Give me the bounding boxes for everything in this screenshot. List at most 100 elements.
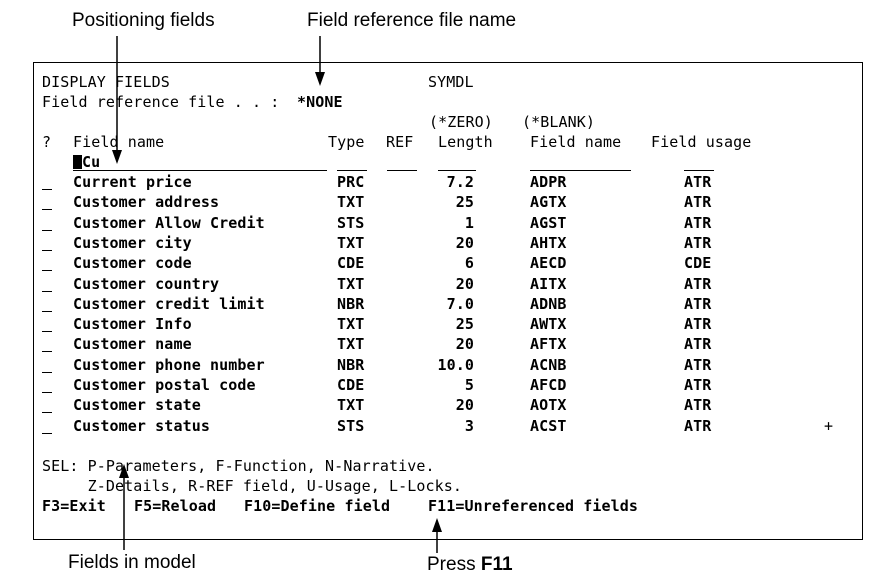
row-select-input[interactable] xyxy=(42,290,52,292)
row-field-name: Customer country xyxy=(73,274,220,293)
row-select-input[interactable] xyxy=(42,189,52,190)
row-dict-field-name: AGST xyxy=(530,213,567,232)
dict-field-name-input-underline[interactable] xyxy=(530,170,631,171)
row-usage: ATR xyxy=(684,315,712,334)
row-dict-field-name: AWTX xyxy=(530,315,567,334)
row-usage: ATR xyxy=(684,396,712,415)
row-select-input[interactable] xyxy=(42,392,52,393)
row-field-name: Customer Info xyxy=(73,315,192,334)
press-f11-arrowhead xyxy=(432,518,442,532)
row-length: 25 xyxy=(455,193,474,212)
row-usage: ATR xyxy=(684,376,712,394)
header-field-name: Field name xyxy=(73,133,165,151)
callout-field-reference-file-name: Field reference file name xyxy=(307,10,517,31)
row-length: 5 xyxy=(464,376,474,394)
field-ref-value: *NONE xyxy=(297,93,343,111)
row-length: 20 xyxy=(455,335,474,354)
row-type: NBR xyxy=(337,355,365,374)
row-length: 3 xyxy=(464,416,474,435)
row-length: 20 xyxy=(455,274,474,293)
f5-reload-key[interactable]: F5=Reload xyxy=(134,497,217,515)
row-dict-field-name: AOTX xyxy=(530,396,567,415)
row-dict-field-name: ADNB xyxy=(530,294,567,313)
row-type: PRC xyxy=(337,173,365,191)
f11-unreferenced-fields-key[interactable]: F11=Unreferenced fields xyxy=(428,497,639,515)
usage-input-underline[interactable] xyxy=(684,170,714,171)
row-select-input[interactable] xyxy=(42,270,52,272)
type-input-underline[interactable] xyxy=(337,170,367,171)
row-type: NBR xyxy=(337,294,365,313)
row-dict-field-name: AITX xyxy=(530,274,567,293)
positioning-fields-arrowhead xyxy=(112,150,122,164)
sel-help-line-1: SEL: P-Parameters, F-Function, N-Narrati… xyxy=(42,457,435,475)
row-select-input[interactable] xyxy=(42,310,52,312)
row-field-name: Customer postal code xyxy=(73,376,256,394)
row-type: TXT xyxy=(337,315,365,334)
row-type: STS xyxy=(337,213,365,232)
row-select-input[interactable] xyxy=(42,371,52,373)
cursor-block xyxy=(73,155,82,169)
position-field-name-input[interactable]: Cu xyxy=(73,153,100,171)
row-usage: ATR xyxy=(684,416,712,435)
row-usage: ATR xyxy=(684,335,712,354)
row-length: 1 xyxy=(464,213,474,232)
model-name: SYMDL xyxy=(428,73,474,91)
header-type: Type xyxy=(328,133,365,151)
header-field-usage: Field usage xyxy=(651,133,752,151)
row-type: STS xyxy=(337,416,365,435)
row-dict-field-name: AECD xyxy=(530,254,567,273)
field-name-input-underline xyxy=(73,170,327,171)
position-input-text: Cu xyxy=(82,153,101,171)
row-select-input[interactable] xyxy=(42,412,52,414)
row-select-input[interactable] xyxy=(42,209,52,211)
table-row: Customer Info TXT 25 AWTX ATR xyxy=(34,315,862,335)
row-select-input[interactable] xyxy=(42,249,52,251)
row-field-name: Customer address xyxy=(73,193,220,212)
row-usage: ATR xyxy=(684,173,712,191)
length-input-underline[interactable] xyxy=(438,170,476,171)
row-dict-field-name: ACNB xyxy=(530,355,567,374)
row-length: 7.0 xyxy=(446,294,474,313)
callout-positioning-fields: Positioning fields xyxy=(72,10,215,31)
row-length: 25 xyxy=(455,315,474,334)
col-hint-blank: (*BLANK) xyxy=(522,113,596,131)
f10-define-field-key[interactable]: F10=Define field xyxy=(244,497,391,515)
row-usage: ATR xyxy=(684,294,712,313)
row-usage: ATR xyxy=(684,233,712,252)
row-type: TXT xyxy=(337,274,365,293)
row-dict-field-name: AGTX xyxy=(530,193,567,212)
row-dict-field-name: AHTX xyxy=(530,233,567,252)
header-dict-field-name: Field name xyxy=(530,133,622,151)
ref-input-underline[interactable] xyxy=(387,170,417,171)
row-select-input[interactable] xyxy=(42,351,52,353)
row-field-name: Customer Allow Credit xyxy=(73,213,265,232)
row-length: 6 xyxy=(464,254,474,273)
terminal-screen: DISPLAY FIELDS SYMDL Field reference fil… xyxy=(33,62,863,540)
row-type: CDE xyxy=(337,376,365,394)
f3-exit-key[interactable]: F3=Exit xyxy=(42,497,106,515)
row-select-input[interactable] xyxy=(42,229,52,231)
row-type: TXT xyxy=(337,233,365,252)
row-select-input[interactable] xyxy=(42,432,52,434)
table-row: Customer status STS 3 ACST ATR xyxy=(34,417,862,437)
field-ref-arrowhead xyxy=(315,72,325,86)
row-field-name: Customer status xyxy=(73,416,210,435)
row-usage: CDE xyxy=(684,254,712,273)
header-sel: ? xyxy=(42,133,52,151)
row-length: 10.0 xyxy=(437,355,474,374)
row-dict-field-name: ACST xyxy=(530,416,567,435)
row-field-name: Customer state xyxy=(73,396,201,415)
col-hint-zero: (*ZERO) xyxy=(429,113,493,131)
row-length: 20 xyxy=(455,233,474,252)
row-select-input[interactable] xyxy=(42,331,52,333)
